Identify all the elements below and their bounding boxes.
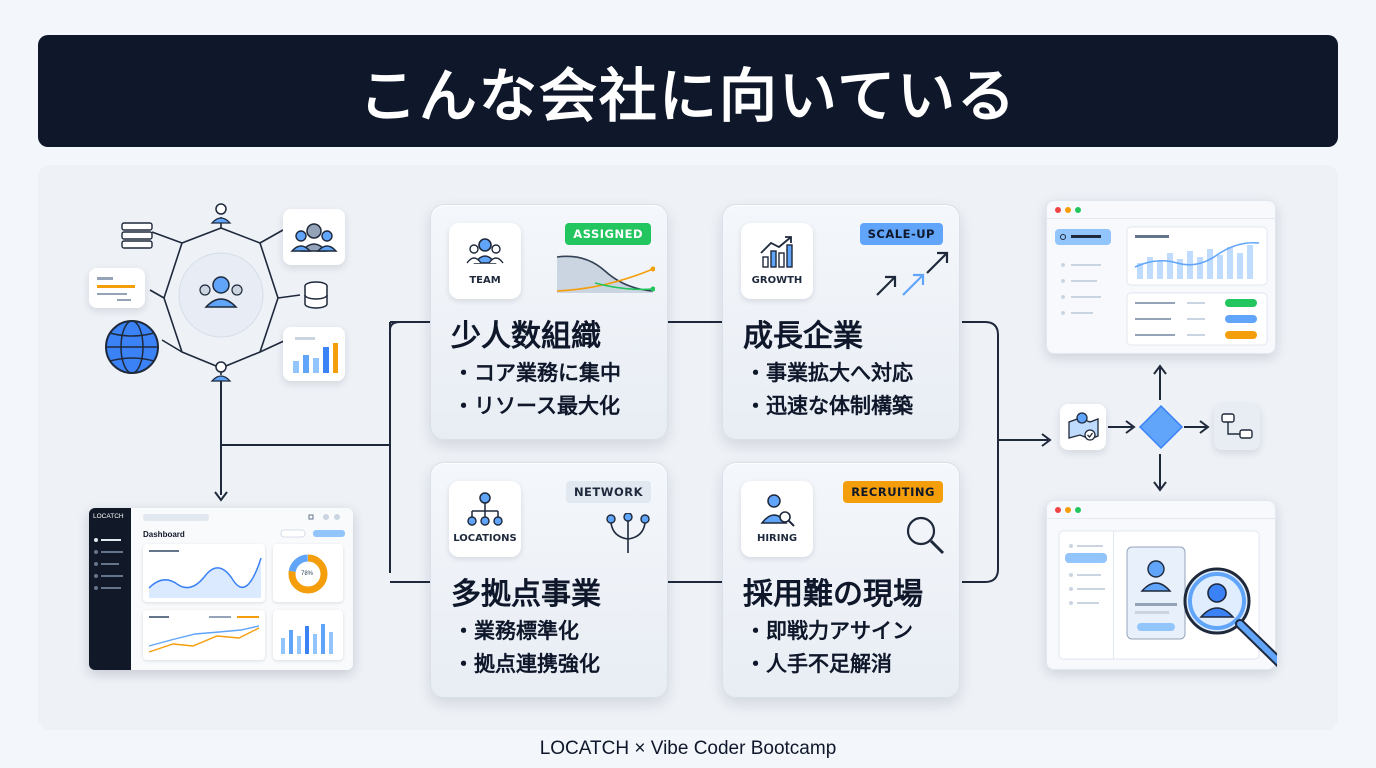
growth-icon-tile: GROWTH [741, 223, 813, 299]
location-check-icon [1068, 412, 1099, 441]
card-locations: LOCATIONS NETWORK 多拠点事業 ・業務標準化 ・拠点連携強化 [430, 462, 668, 698]
dashboard-title: Dashboard [143, 530, 185, 539]
card-hiring: HIRING RECRUITING 採用難の現場 ・即戦力アサイン ・人手不足解… [722, 462, 960, 698]
bullet-item: ・拠点連携強化 [453, 652, 600, 676]
bullet-item: ・事業拡大へ対応 [745, 361, 913, 385]
candidate-window-content [1047, 518, 1277, 668]
document-lines-icon [97, 277, 135, 301]
bullet-item: ・即戦力アサイン [745, 619, 913, 643]
team-icon [466, 238, 504, 264]
dashboard-bars-panel [273, 610, 343, 660]
process-start-tile [1060, 404, 1106, 450]
card-growth-bullets: ・事業拡大へ対応 ・迅速な体制構築 [745, 357, 913, 423]
window-dot-yellow [1065, 207, 1071, 213]
card-team: TEAM ASSIGNED 少人数組織 ・コア業務に集中 ・リソース最大化 [430, 204, 668, 440]
team-icon-tile: TEAM [449, 223, 521, 299]
bar-chart-icon [293, 337, 338, 373]
card-locations-bullets: ・業務標準化 ・拠点連携強化 [453, 615, 600, 681]
card-growth: GROWTH SCALE-UP 成長企業 ・事業拡大へ対応 ・迅速な体制構築 [722, 204, 960, 440]
bullet-item: ・迅速な体制構築 [745, 394, 913, 418]
dashboard-multiline-panel [143, 610, 265, 660]
network-badge: NETWORK [565, 481, 651, 503]
scale-up-badge: SCALE-UP [859, 223, 943, 245]
card-team-title: 少人数組織 [451, 319, 601, 354]
bar-chart-tile [283, 327, 345, 381]
window-dot-green [1075, 507, 1081, 513]
decision-diamond-icon [1138, 404, 1184, 450]
card-growth-title: 成長企業 [743, 319, 863, 354]
window-dot-green [1075, 207, 1081, 213]
footer-credit: LOCATCH × Vibe Coder Bootcamp [539, 738, 837, 759]
bullet-item: ・人手不足解消 [745, 652, 892, 676]
bullet-item: ・コア業務に集中 [453, 361, 621, 385]
sidebar-menu-items [94, 538, 123, 590]
donut-value-label: 78% [301, 571, 314, 577]
card-team-bullets: ・コア業務に集中 ・リソース最大化 [453, 357, 621, 423]
card-hiring-title: 採用難の現場 [743, 577, 923, 612]
network-hub-diagram [105, 203, 328, 382]
assigned-badge: ASSIGNED [565, 223, 651, 245]
dashboard-sidebar: LOCATCH [89, 508, 131, 670]
magnifier-icon [906, 516, 945, 555]
hiring-icon-tile: HIRING [741, 481, 813, 557]
window-dot-yellow [1065, 507, 1071, 513]
dashboard-topbar [143, 514, 340, 521]
bullet-item: ・業務標準化 [453, 619, 579, 643]
locations-icon-caption: LOCATIONS [453, 533, 517, 544]
workflow-icon [1221, 413, 1253, 439]
dashboard-brand: LOCATCH [93, 513, 124, 520]
team-icon-caption: TEAM [469, 275, 501, 286]
title-banner: こんな会社に向いている [38, 35, 1338, 147]
candidate-window [1046, 500, 1277, 670]
hiring-person-search-icon [760, 494, 795, 527]
window-dot-red [1055, 507, 1061, 513]
dashboard-donut-panel: 78% [273, 544, 343, 602]
curve-chart-icon [556, 255, 655, 293]
dashboard-window: LOCATCH Dashboard 78% [89, 508, 353, 670]
process-end-tile [1214, 404, 1260, 450]
recruiting-badge: RECRUITING [843, 481, 943, 503]
card-locations-title: 多拠点事業 [451, 577, 601, 612]
multi-line-chart-mini [148, 616, 260, 653]
line-chart-mini [148, 550, 262, 598]
locations-icon-tile: LOCATIONS [449, 481, 521, 557]
document-tile [89, 268, 145, 308]
donut-chart-mini [288, 554, 328, 594]
page-title: こんな会社に向いている [358, 62, 1018, 130]
analytics-window-content [1047, 218, 1277, 346]
analytics-window [1046, 200, 1277, 354]
dashboard-line-panel [143, 544, 265, 602]
growth-icon-caption: GROWTH [751, 275, 803, 286]
team-group-tile [283, 209, 345, 265]
up-arrows-icon [876, 251, 949, 296]
hierarchy-icon [467, 492, 503, 526]
group-people-icon [290, 223, 338, 252]
window-dot-red [1055, 207, 1061, 213]
bullet-item: ・リソース最大化 [453, 394, 620, 418]
growth-chart-icon [760, 236, 793, 268]
branch-network-icon [606, 513, 650, 553]
card-hiring-bullets: ・即戦力アサイン ・人手不足解消 [745, 615, 913, 681]
hiring-icon-caption: HIRING [756, 533, 798, 544]
bar-chart-mini [281, 624, 333, 654]
dashboard-controls [280, 529, 345, 538]
